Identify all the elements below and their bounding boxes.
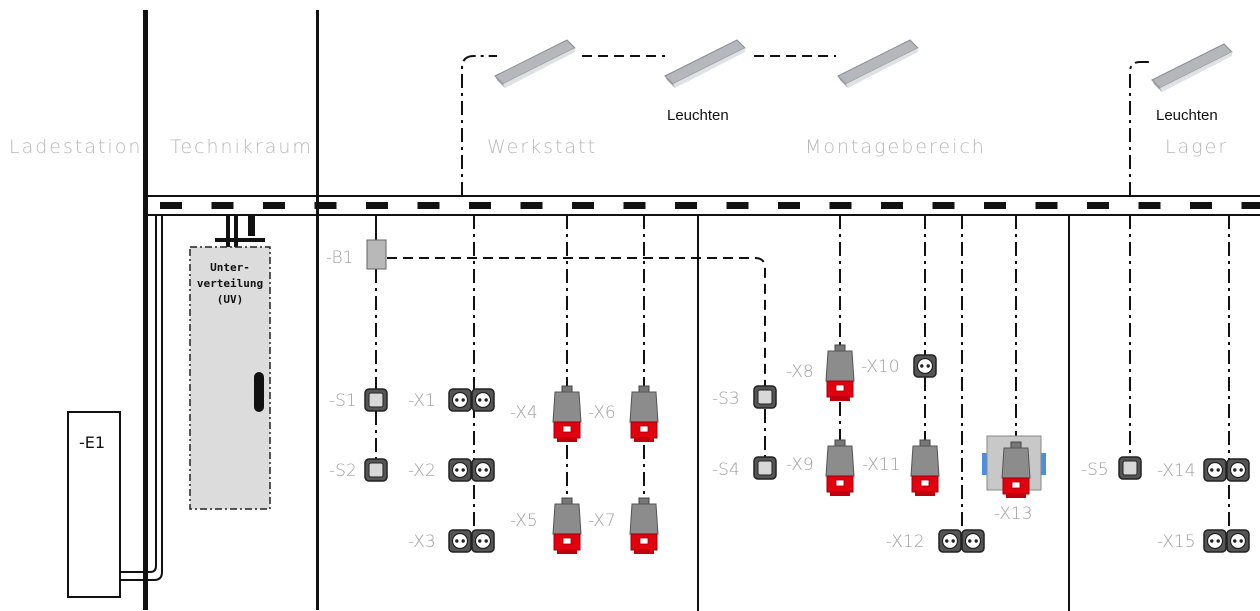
tray-block [572,202,594,209]
lamp-2 [664,39,746,89]
socket-x3 [448,529,495,553]
lamp-label-werkstatt: Leuchten [667,107,729,124]
label-s5: -S5 [1081,460,1109,480]
tray-block [829,202,852,209]
switch-s2 [364,458,388,482]
tray-block [1087,202,1109,209]
cee-socket-x4 [552,385,582,443]
label-s3: -S3 [712,389,740,409]
tray-block [984,202,1006,209]
label-x6: -X6 [588,403,616,423]
label-s1: -S1 [329,391,357,411]
label-s2: -S2 [329,461,357,481]
label-x5: -X5 [510,511,538,531]
tray-block [1190,202,1212,209]
label-x11: -X11 [862,455,901,475]
label-x3: -X3 [408,532,436,552]
cee-socket-x6 [629,385,659,443]
e1-label: -E1 [79,433,105,452]
tray-block [417,202,440,209]
tray-block [1241,202,1260,209]
room-label-ladestation: Ladestation [9,136,142,158]
cee-box-x13 [982,435,1046,499]
cee-socket-x7 [629,497,659,555]
sensor-b1 [366,239,387,270]
label-x9: -X9 [786,455,814,475]
label-x15: -X15 [1157,532,1196,552]
uv-label-1: Unter- [210,261,250,274]
label-x4: -X4 [510,403,538,423]
uv-label-3: (UV) [217,293,244,306]
tray-block [314,202,337,209]
cee-socket-x5 [552,497,582,555]
lamp-3 [837,39,919,89]
label-x2: -X2 [408,461,436,481]
tray-block [520,202,543,209]
label-x14: -X14 [1157,461,1196,481]
tray-block [623,202,646,209]
lamp-label-lager: Leuchten [1156,107,1218,124]
tray-block [881,202,903,209]
label-s4: -S4 [712,460,740,480]
label-x10: -X10 [861,357,900,377]
cee-socket-x11 [910,439,940,497]
cee-socket-x9 [825,439,855,497]
tray-block [932,202,955,209]
label-x7: -X7 [588,511,616,531]
room-label-lager: Lager [1165,136,1228,158]
room-label-montagebereich: Montagebereich [805,136,986,158]
switch-s5 [1118,456,1142,480]
tray-block [675,202,697,209]
tray-block [1138,202,1161,209]
cee-socket-x8 [825,344,855,402]
tray-block [778,202,800,209]
lamp-wiring [461,55,1152,196]
tray-block [263,202,285,209]
wall-ladestation [143,10,148,610]
socket-x2 [448,458,495,482]
lamp-1 [494,39,576,89]
e1-unit: -E1 [67,216,163,598]
room-label-technikraum: Technikraum [170,136,313,158]
uv-label-2: verteilung [197,277,263,290]
tray-block [469,202,491,209]
tray-block [160,202,182,209]
socket-x15 [1203,529,1250,553]
tray-block [726,202,749,209]
switch-s1 [364,388,388,412]
label-b1: -B1 [326,248,353,268]
label-x13: -X13 [994,504,1033,524]
socket-x10 [913,354,937,378]
label-x1: -X1 [408,391,436,411]
switch-s4 [753,456,777,480]
socket-x14 [1203,458,1250,482]
room-label-werkstatt: Werkstatt [487,136,597,158]
socket-x12 [938,529,985,553]
tray-block [211,202,234,209]
lamp-4 [1151,43,1233,93]
label-x12: -X12 [886,532,925,552]
label-x8: -X8 [786,362,814,382]
tray-block [1035,202,1058,209]
wall-technikraum [316,10,319,610]
switch-s3 [753,385,777,409]
cable-tray [148,195,1260,216]
socket-x1 [448,388,495,412]
unterverteilung: Unter- verteilung (UV) [189,214,271,510]
tray-block [366,202,388,209]
